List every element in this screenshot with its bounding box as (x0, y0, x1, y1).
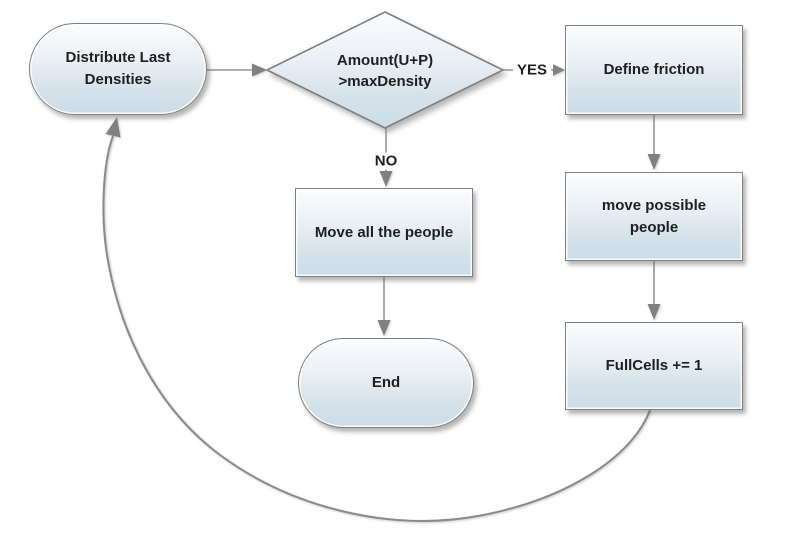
node-label: Define friction (603, 61, 705, 78)
node-end: End (298, 338, 474, 428)
loop-curve (102, 135, 651, 522)
edge-move-all-to-end (377, 277, 391, 336)
node-move-all-the-people: Move all the people (295, 188, 473, 277)
arrowhead-icon (647, 304, 661, 320)
node-label: End (371, 374, 401, 391)
node-label: FullCells += 1 (605, 357, 703, 374)
edge-fullcells-loop-to-distribute (102, 117, 651, 522)
arrowhead-icon (647, 154, 661, 170)
node-label: Move all the people (314, 223, 454, 241)
arrowhead-icon (553, 64, 565, 76)
edge-define-friction-to-move-possible (647, 115, 661, 170)
arrowhead-icon (377, 320, 391, 336)
node-fullcells: FullCells += 1 (565, 322, 743, 410)
edge-move-possible-to-fullcells (647, 261, 661, 320)
decision-diamond (265, 11, 505, 129)
node-amount-decision-label: Amount(U+P) >maxDensity (336, 52, 434, 90)
node-label: move possible people (601, 196, 707, 236)
node-define-friction: Define friction (565, 25, 743, 115)
edge-label-yes: YES (512, 61, 552, 79)
edge-distribute-to-decision (207, 63, 267, 77)
node-amount-decision-shape (265, 11, 505, 129)
node-move-possible-people: move possible people (565, 172, 743, 261)
node-distribute-last-densities: Distribute Last Densities (29, 23, 207, 115)
arrowhead-icon (105, 117, 121, 138)
arrowhead-icon (252, 63, 267, 77)
node-label: Distribute Last Densities (65, 49, 171, 88)
edge-label-no: NO (370, 152, 402, 170)
arrowhead-icon (379, 171, 393, 187)
